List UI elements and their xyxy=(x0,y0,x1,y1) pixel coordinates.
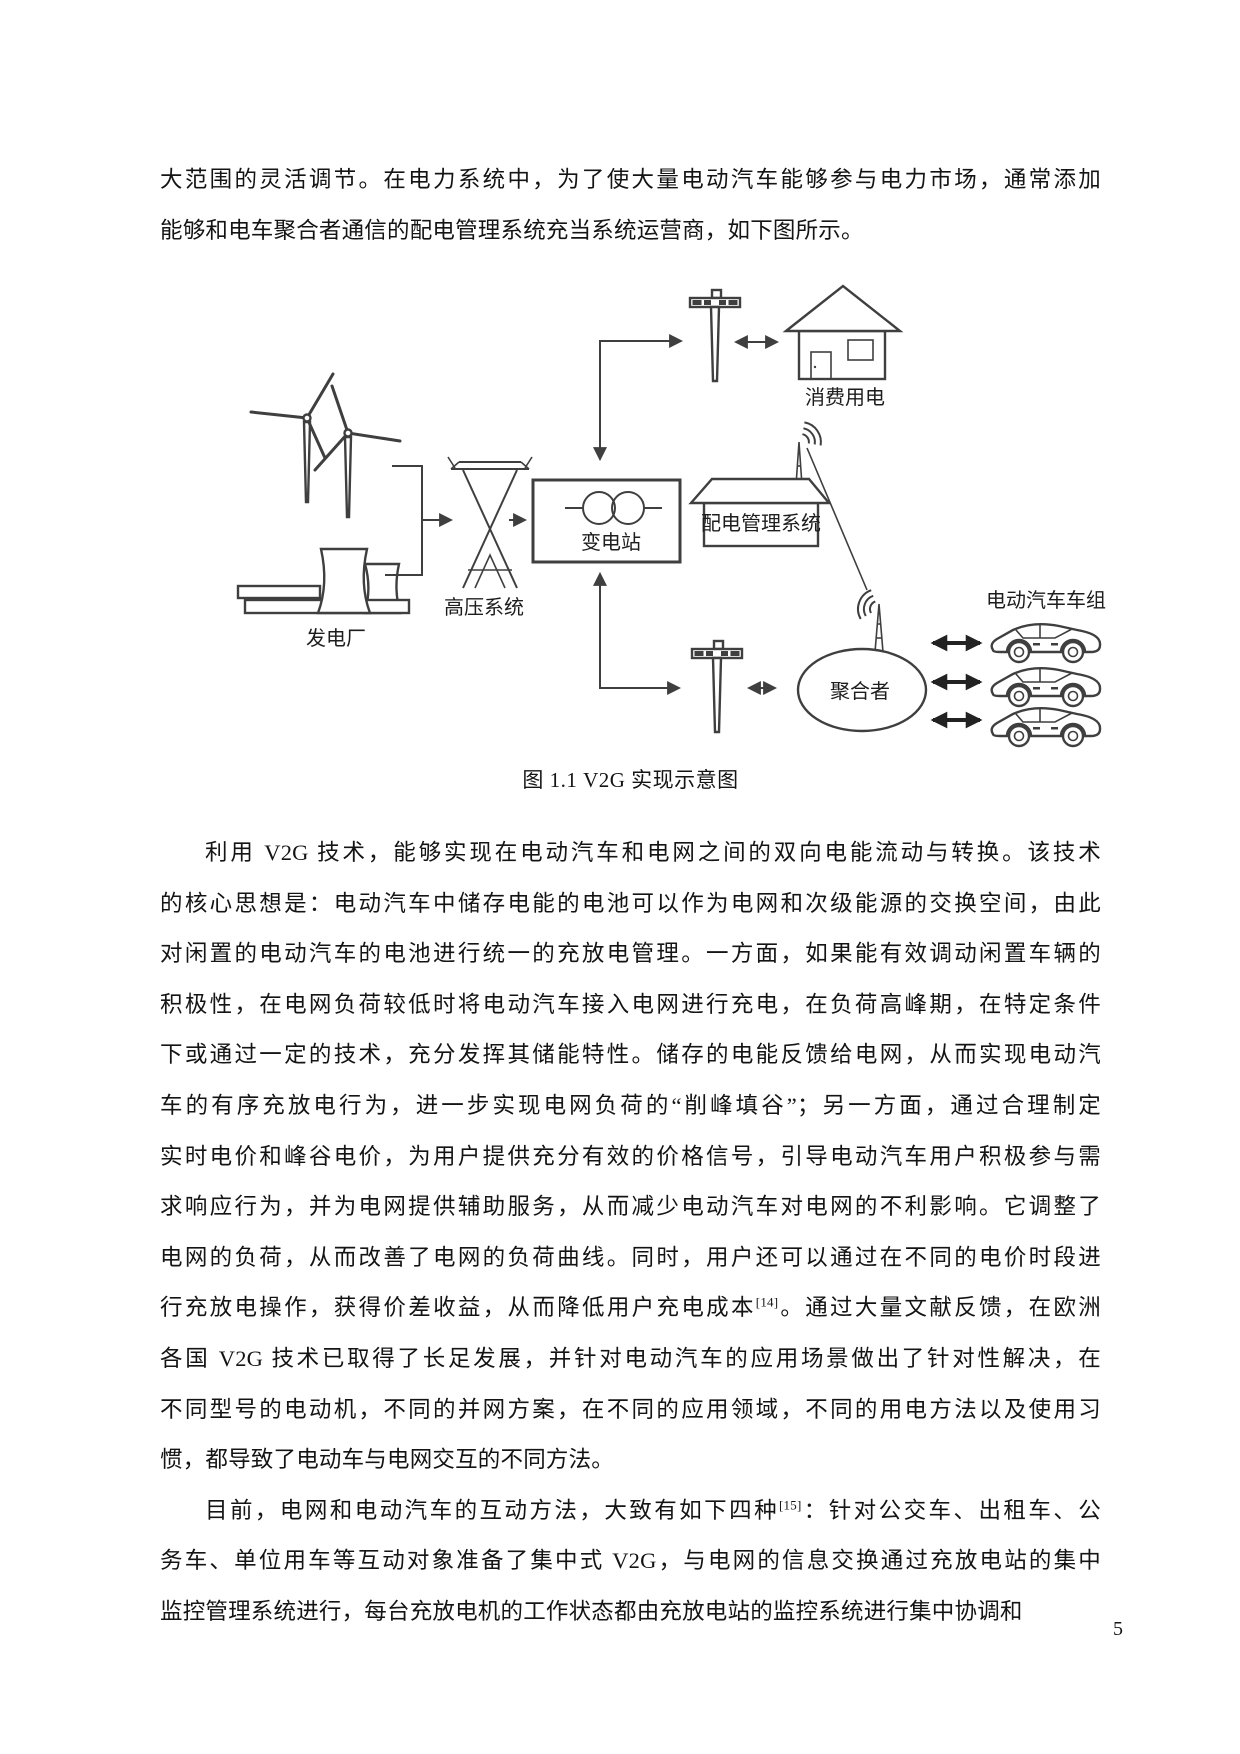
house-icon xyxy=(782,284,904,381)
label-substation: 变电站 xyxy=(581,531,641,554)
substation-box: 变电站 xyxy=(531,478,682,564)
dms-building-icon: 配电管理系统 xyxy=(688,421,832,548)
wireless-link-line xyxy=(806,447,868,591)
label-high-voltage: 高压系统 xyxy=(444,596,524,619)
power-plant-icon xyxy=(236,547,411,615)
transmission-tower-icon xyxy=(447,456,533,589)
text-line: 行充放电操作，获得价差收益，从而降低用户充电成本[14]。通过大量文献反馈，在欧… xyxy=(160,1294,1101,1321)
text-line: 实时电价和峰谷电价，为用户提供充分有效的价格信号，引导电动汽车用户积极参与需 xyxy=(160,1143,1101,1169)
label-aggregator: 聚合者 xyxy=(830,680,890,703)
text-line: 的核心思想是：电动汽车中储存电能的电池可以作为电网和次级能源的交换空间，由此 xyxy=(160,890,1101,916)
label-consumer: 消费用电 xyxy=(805,386,885,409)
figure-v2g-diagram: 发电厂 高压系统 xyxy=(236,284,1106,748)
transformer-icon xyxy=(565,491,662,525)
text-line: 惯，都导致了电动车与电网交互的不同方法。 xyxy=(160,1447,615,1473)
text-line: 能够和电车聚合者通信的配电管理系统充当系统运营商，如下图所示。 xyxy=(160,217,864,243)
text-line: 大范围的灵活调节。在电力系统中，为了使大量电动汽车能够参与电力市场，通常添加 xyxy=(160,167,1101,192)
text-line: 各国 V2G 技术已取得了长足发展，并针对电动汽车的应用场景做出了针对性解决，在 xyxy=(160,1345,1101,1371)
text-line: 监控管理系统进行，每台充放电机的工作状态都由充放电站的监控系统进行集中协调和 xyxy=(160,1598,1023,1624)
antenna-icon xyxy=(857,589,884,653)
label-ev-fleet: 电动汽车车组 xyxy=(986,589,1106,612)
generation-connector-line xyxy=(385,465,454,576)
ev-car-icon xyxy=(990,667,1102,708)
intro-paragraph: 大范围的灵活调节。在电力系统中，为了使大量电动汽车能够参与电力市场，通常添加能够… xyxy=(160,155,1101,256)
text-line: 求响应行为，并为电网提供辅助服务，从而减少电动汽车对电网的不利影响。它调整了 xyxy=(160,1194,1101,1220)
utility-pole-icon xyxy=(688,288,742,383)
text-line: 目前，电网和电动汽车的互动方法，大致有如下四种[15]：针对公交车、出租车、公 xyxy=(205,1497,1101,1523)
aggregator-node: 聚合者 xyxy=(796,589,928,733)
text-line: 电网的负荷，从而改善了电网的负荷曲线。同时，用户还可以通过在不同的电价时段进 xyxy=(160,1244,1101,1270)
utility-pole-icon xyxy=(690,639,744,734)
ev-car-icon xyxy=(990,623,1102,664)
text-line: 利用 V2G 技术，能够实现在电动汽车和电网之间的双向电能流动与转换。该技术 xyxy=(205,840,1101,865)
wind-turbine-icon xyxy=(249,372,402,519)
text-line: 对闲置的电动汽车的电池进行统一的充放电管理。一方面，如果能有效调动闲置车辆的 xyxy=(160,941,1101,967)
text-line: 不同型号的电动机，不同的并网方案，在不同的应用领域，不同的用电方法以及使用习 xyxy=(160,1396,1101,1422)
body-text: 利用 V2G 技术，能够实现在电动汽车和电网之间的双向电能流动与转换。该技术的核… xyxy=(160,828,1101,1638)
text-line: 车的有序充放电行为，进一步实现电网负荷的“削峰填谷”；另一方面，通过合理制定 xyxy=(160,1092,1101,1118)
text-line: 务车、单位用车等互动对象准备了集中式 V2G，与电网的信息交换通过充放电站的集中 xyxy=(160,1548,1101,1574)
text-line: 积极性，在电网负荷较低时将电动汽车接入电网进行充电，在负荷高峰期，在特定条件 xyxy=(160,991,1101,1017)
figure-caption: 图 1.1 V2G 实现示意图 xyxy=(522,768,739,792)
label-distribution-mgmt: 配电管理系统 xyxy=(701,512,821,535)
text-line: 下或通过一定的技术，充分发挥其储能特性。储存的电能反馈给电网，从而实现电动汽 xyxy=(160,1042,1101,1068)
ev-car-icon xyxy=(990,707,1102,748)
label-power-plant: 发电厂 xyxy=(306,627,366,650)
substation-to-bottom-pole-arrow xyxy=(593,571,682,695)
aggregator-ev-arrows xyxy=(930,634,983,729)
page-number: 5 xyxy=(1113,1618,1123,1640)
substation-to-pole-arrow xyxy=(593,334,684,462)
